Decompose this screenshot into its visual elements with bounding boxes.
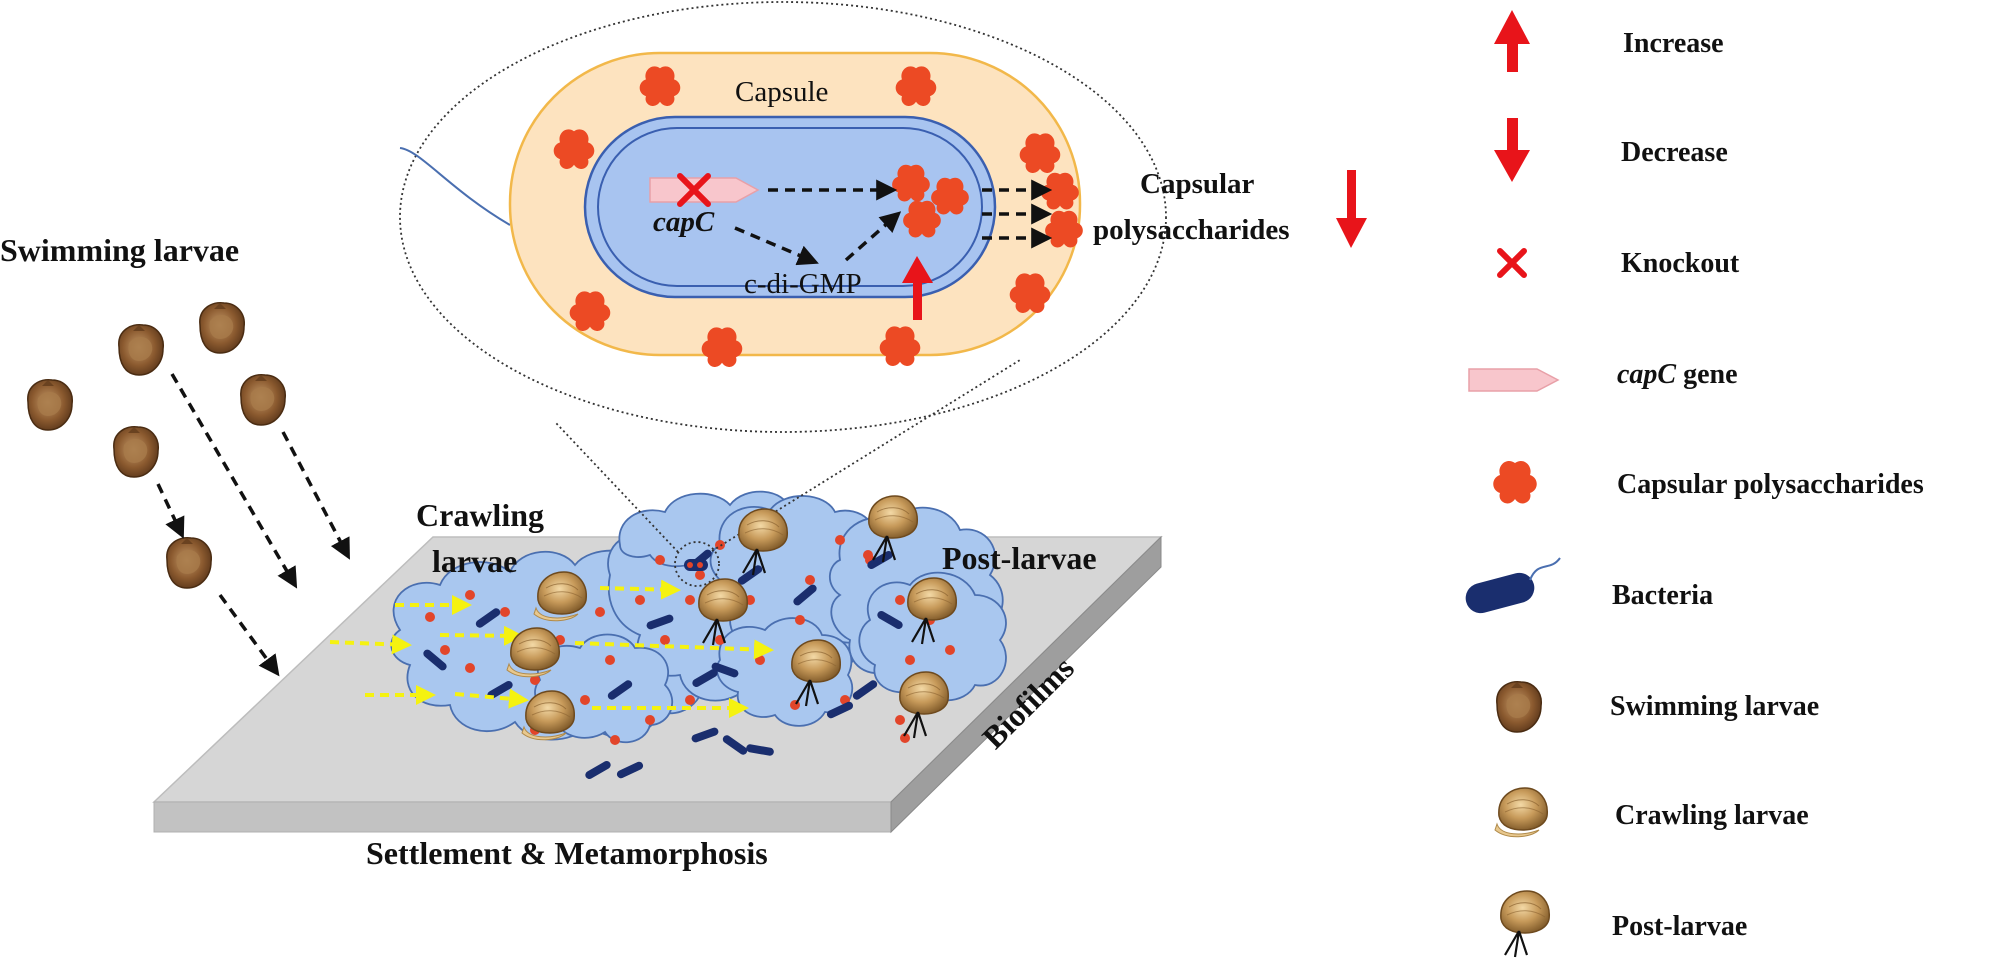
- legend-label-increase: Increase: [1623, 28, 1724, 59]
- legend-label-crawling: Crawling larvae: [1615, 800, 1809, 831]
- cdigmp-label: c-di-GMP: [744, 268, 862, 300]
- legend-label-post: Post-larvae: [1612, 911, 1748, 942]
- swimming-larva-icon: [1496, 680, 1543, 733]
- capsule-label: Capsule: [735, 76, 829, 108]
- bacterium-cell: [399, 51, 1082, 357]
- capc-gene-knockout: [649, 173, 760, 207]
- bacteria-icon: [1465, 557, 1561, 614]
- post-larva-icon: [1501, 891, 1549, 957]
- crawling-larva-icon: [1495, 788, 1547, 837]
- down-arrow-icon: [1494, 118, 1530, 182]
- cdigmp-increase-arrow: [902, 256, 933, 320]
- legend-gene-italic: capC: [1617, 359, 1677, 390]
- swimming-larvae-label: Swimming larvae: [0, 232, 240, 268]
- legend-label-knockout: Knockout: [1621, 248, 1740, 279]
- legend-label-swimming: Swimming larvae: [1610, 691, 1820, 722]
- up-arrow-icon: [1494, 10, 1530, 72]
- capc-label: capC: [653, 206, 715, 238]
- cross-icon: [1497, 248, 1527, 278]
- legend-label-polysaccharides: Capsular polysaccharides: [1617, 469, 1924, 500]
- crawling-larvae-label-1: Crawling: [416, 497, 544, 533]
- mini-cell: [684, 559, 708, 571]
- legend-icons: [1465, 10, 1561, 957]
- descent-arrows: [156, 373, 350, 677]
- polysaccharide-icon: [1493, 461, 1537, 504]
- gene-icon: [1468, 368, 1560, 392]
- capsular-label-2: polysaccharides: [1093, 214, 1290, 246]
- crawling-larvae-label-2: larvae: [432, 543, 518, 579]
- cps-decrease-arrow: [1336, 170, 1367, 248]
- legend-label-decrease: Decrease: [1621, 137, 1728, 168]
- legend-gene-suffix: gene: [1676, 359, 1738, 390]
- settlement-label: Settlement & Metamorphosis: [366, 835, 768, 871]
- legend-label-gene: capC gene: [1617, 359, 1738, 391]
- swimming-larvae: [27, 301, 287, 589]
- post-larvae-label: Post-larvae: [942, 540, 1097, 576]
- crawl-path-arrows: [329, 579, 774, 718]
- capsular-label-1: Capsular: [1140, 168, 1255, 200]
- pathway-arrows: [734, 179, 1053, 266]
- legend-label-bacteria: Bacteria: [1612, 580, 1714, 611]
